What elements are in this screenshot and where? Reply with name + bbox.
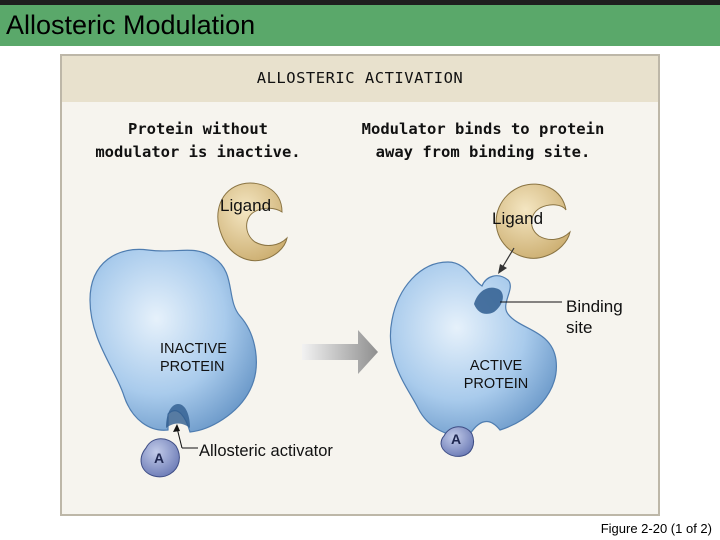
active-binding-site [474,287,503,314]
binding-site-label-line-1: Binding [566,297,623,316]
inactive-allosteric-pocket [166,404,190,428]
inactive-protein-label-line-2: PROTEIN [160,359,225,375]
active-protein-label: ACTIVE PROTEIN [460,357,532,393]
right-caption: Modulator binds to protein away from bin… [340,118,626,164]
slide-title: Allosteric Modulation [6,10,256,40]
left-caption-line-1: Protein without [128,120,268,138]
inactive-protein-shape [89,248,257,433]
binding-site-label: Binding site [566,296,623,338]
activator-pointer-head [173,424,180,432]
inactive-protein-label-line-1: INACTIVE [160,341,227,357]
diagram-panel: ALLOSTERIC ACTIVATION [60,54,660,516]
right-caption-line-2: away from binding site. [375,143,591,161]
ligand-approach-arrowhead [498,264,507,274]
left-caption-line-2: modulator is inactive. [95,143,301,161]
activator-pointer-arrow [176,427,183,449]
inactive-protein-label: INACTIVE PROTEIN [160,340,227,376]
left-caption: Protein without modulator is inactive. [78,118,318,164]
modulator-right-shape [440,426,475,457]
ligand-approach-arrow [501,247,515,269]
figure-reference: Figure 2-20 (1 of 2) [600,521,712,536]
modulator-left-letter: A [154,450,165,466]
title-bar: Allosteric Modulation [0,0,720,46]
panel-header: ALLOSTERIC ACTIVATION [62,56,658,102]
binding-site-label-line-2: site [566,318,593,337]
active-protein-label-line-1: ACTIVE [469,358,523,374]
ligand-right-shape [495,183,571,259]
right-caption-line-1: Modulator binds to protein [361,120,605,138]
transition-arrow [302,330,378,374]
active-protein-label-line-2: PROTEIN [463,376,529,392]
active-protein-shape [389,261,557,437]
ligand-left-label: Ligand [220,196,272,215]
allosteric-activator-label: Allosteric activator [199,442,333,460]
ligand-left-shape [217,182,288,262]
modulator-left-shape [140,438,180,478]
panel-heading: ALLOSTERIC ACTIVATION [256,69,464,87]
modulator-right-letter: A [451,431,462,447]
ligand-right-label: Ligand [492,209,544,228]
